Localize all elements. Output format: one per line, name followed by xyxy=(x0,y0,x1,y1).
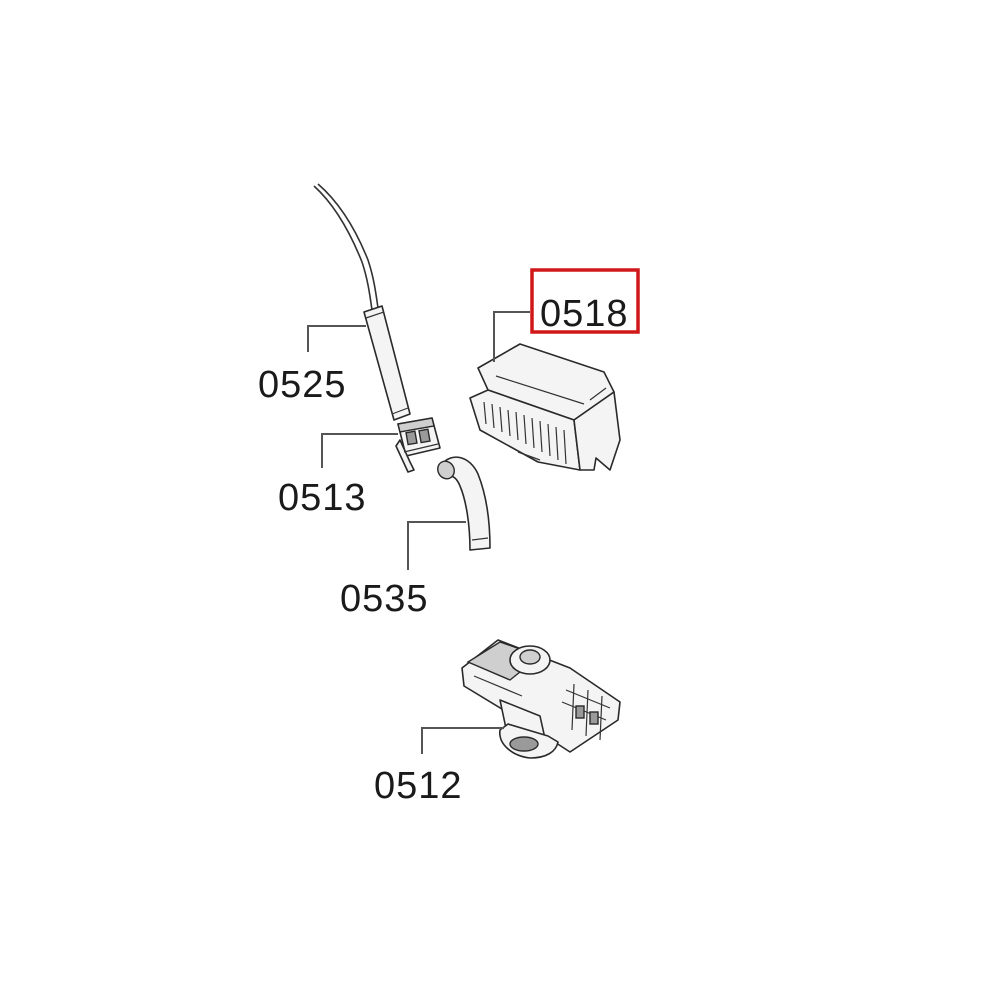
leader-0518 xyxy=(493,311,530,362)
part-label-0512: 0512 xyxy=(374,765,463,807)
leader-0513 xyxy=(321,433,398,468)
part-label-0535: 0535 xyxy=(340,578,429,620)
leader-0525 xyxy=(307,325,366,352)
part-0525-wiring-harness-icon xyxy=(313,183,411,421)
leader-0512 xyxy=(421,727,504,754)
part-0512-pump-housing-icon xyxy=(461,639,621,759)
highlight-box-0518 xyxy=(530,268,640,334)
part-label-0518: 0518 xyxy=(540,293,629,335)
part-0513-connector-icon xyxy=(395,417,441,473)
part-label-0525: 0525 xyxy=(258,364,347,406)
part-0518-cover-icon xyxy=(469,343,621,471)
part-0535-hose-icon xyxy=(437,456,491,551)
leader-0535 xyxy=(407,521,466,570)
part-label-0513: 0513 xyxy=(278,477,367,519)
